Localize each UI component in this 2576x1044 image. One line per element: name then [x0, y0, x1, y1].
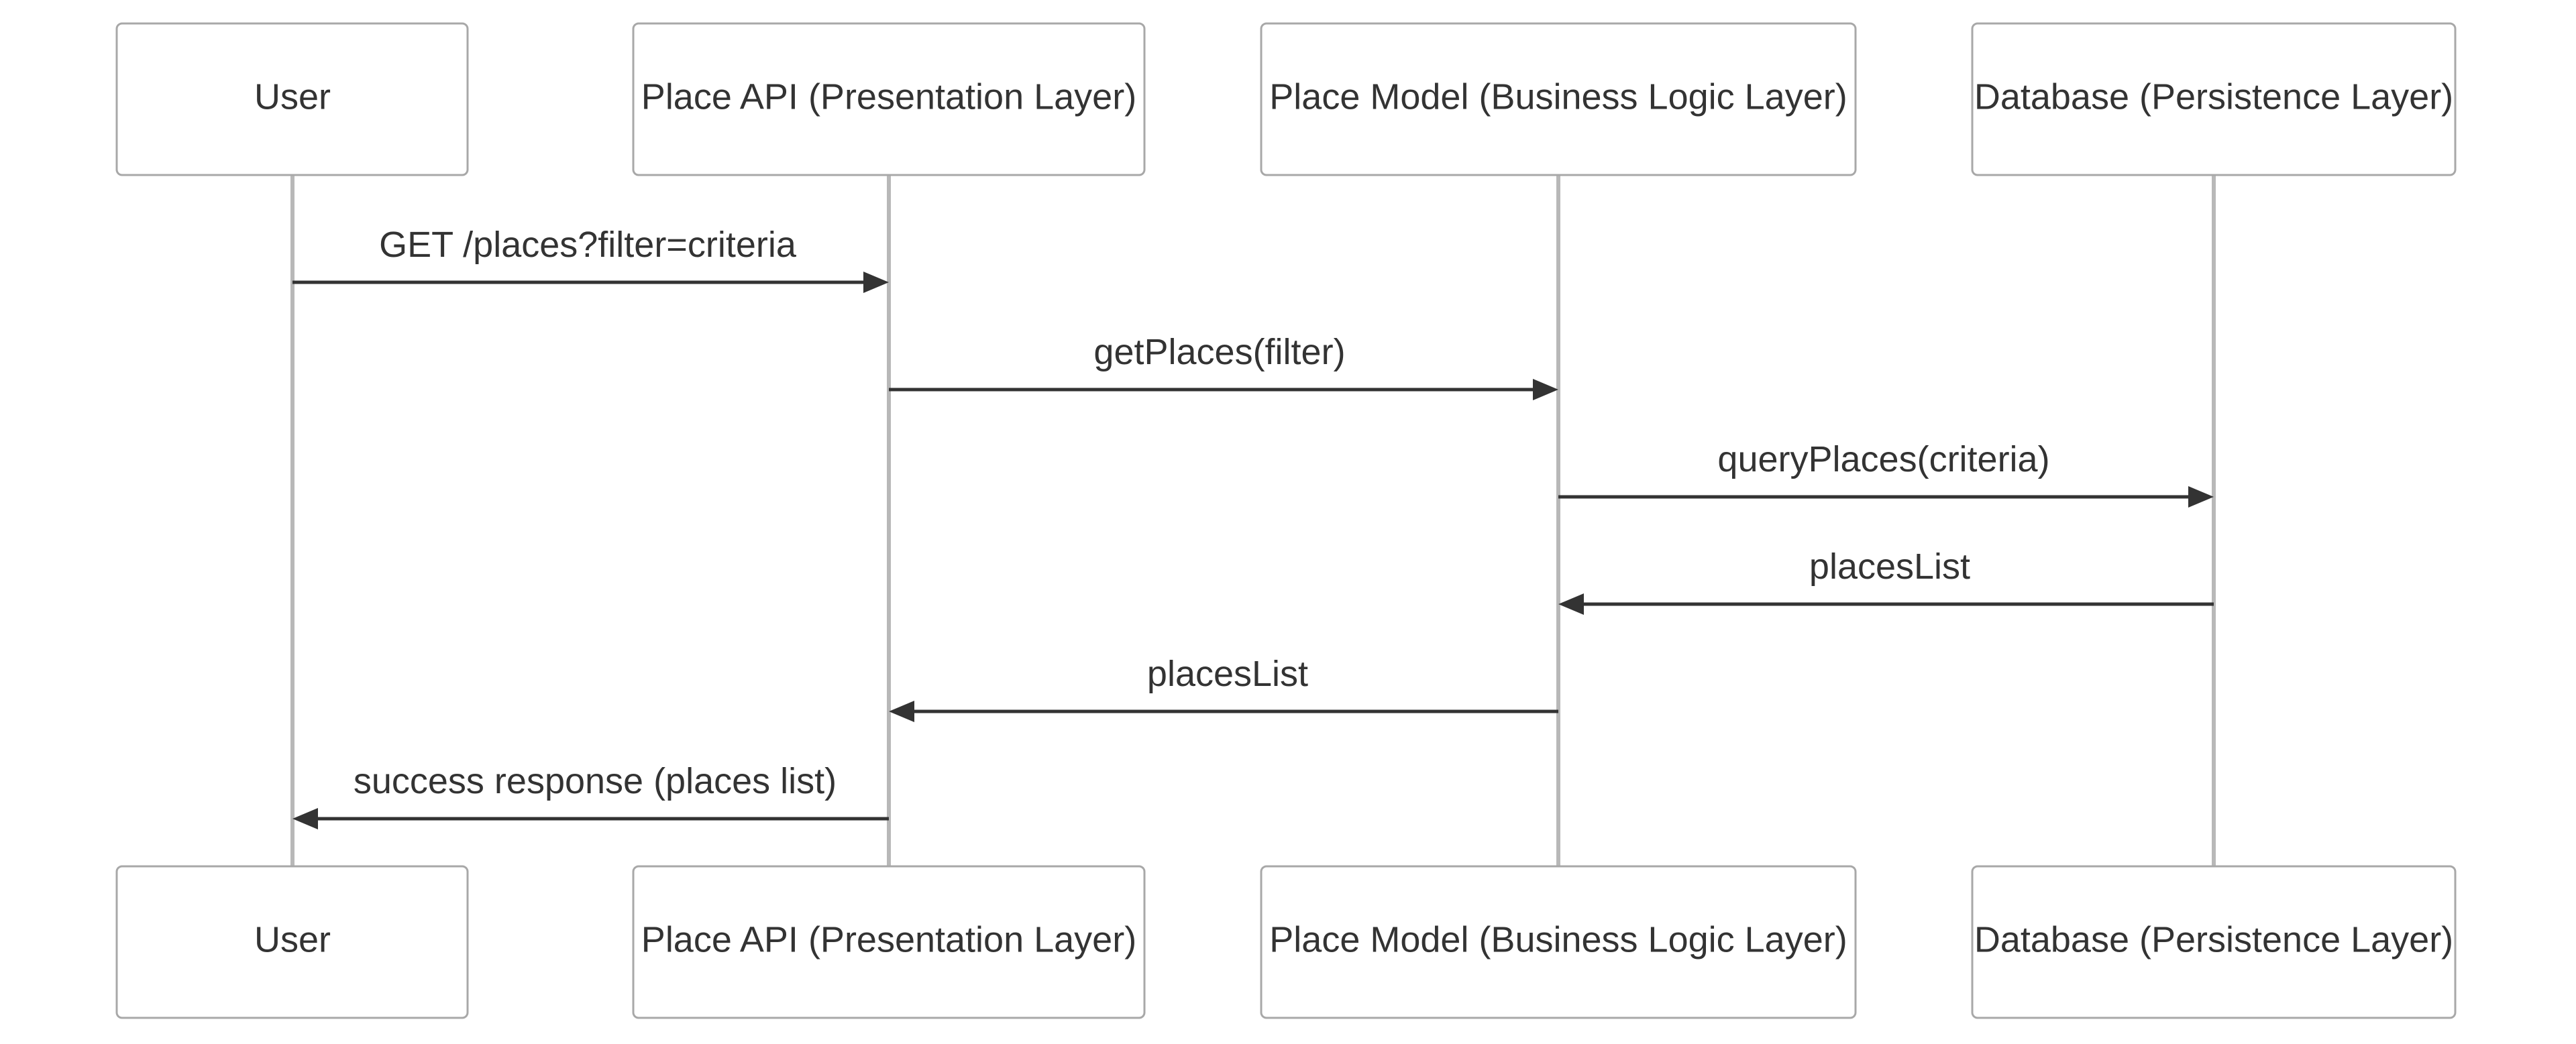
- message-label: GET /places?filter=criteria: [379, 225, 797, 265]
- participant-label: Database (Persistence Layer): [1974, 919, 2453, 960]
- participant-label: User: [254, 76, 331, 117]
- arrowhead-left-icon: [889, 701, 914, 722]
- participant-bottom-place-model: Place Model (Business Logic Layer): [1260, 865, 1857, 1019]
- arrowhead-right-icon: [2188, 486, 2214, 508]
- message-label: getPlaces(filter): [1093, 332, 1345, 372]
- message-places-list-db-return: placesList: [1558, 546, 2214, 615]
- message-success-response: success response (places list): [292, 761, 889, 829]
- message-label: queryPlaces(criteria): [1717, 439, 2049, 479]
- arrowhead-left-icon: [1558, 593, 1584, 615]
- participant-label: Database (Persistence Layer): [1974, 76, 2453, 117]
- arrowhead-left-icon: [292, 808, 318, 829]
- message-get-places-call: getPlaces(filter): [889, 332, 1558, 400]
- message-label: placesList: [1809, 546, 1970, 587]
- message-label: placesList: [1147, 654, 1308, 694]
- participant-bottom-database: Database (Persistence Layer): [1971, 865, 2457, 1019]
- arrowhead-right-icon: [863, 272, 889, 293]
- participant-label: Place API (Presentation Layer): [641, 76, 1136, 117]
- participant-label: Place API (Presentation Layer): [641, 919, 1136, 960]
- participant-top-user: User: [115, 22, 469, 176]
- message-places-list-model-return: placesList: [889, 654, 1558, 722]
- message-get-places-request: GET /places?filter=criteria: [292, 225, 889, 293]
- arrowhead-right-icon: [1533, 379, 1558, 400]
- participant-bottom-user: User: [115, 865, 469, 1019]
- participant-label: Place Model (Business Logic Layer): [1269, 76, 1847, 117]
- participant-top-place-api: Place API (Presentation Layer): [632, 22, 1146, 176]
- message-label: success response (places list): [354, 761, 837, 801]
- participant-bottom-place-api: Place API (Presentation Layer): [632, 865, 1146, 1019]
- participant-top-place-model: Place Model (Business Logic Layer): [1260, 22, 1857, 176]
- participant-label: User: [254, 919, 331, 960]
- participant-top-database: Database (Persistence Layer): [1971, 22, 2457, 176]
- message-query-places: queryPlaces(criteria): [1558, 439, 2214, 508]
- participant-label: Place Model (Business Logic Layer): [1269, 919, 1847, 960]
